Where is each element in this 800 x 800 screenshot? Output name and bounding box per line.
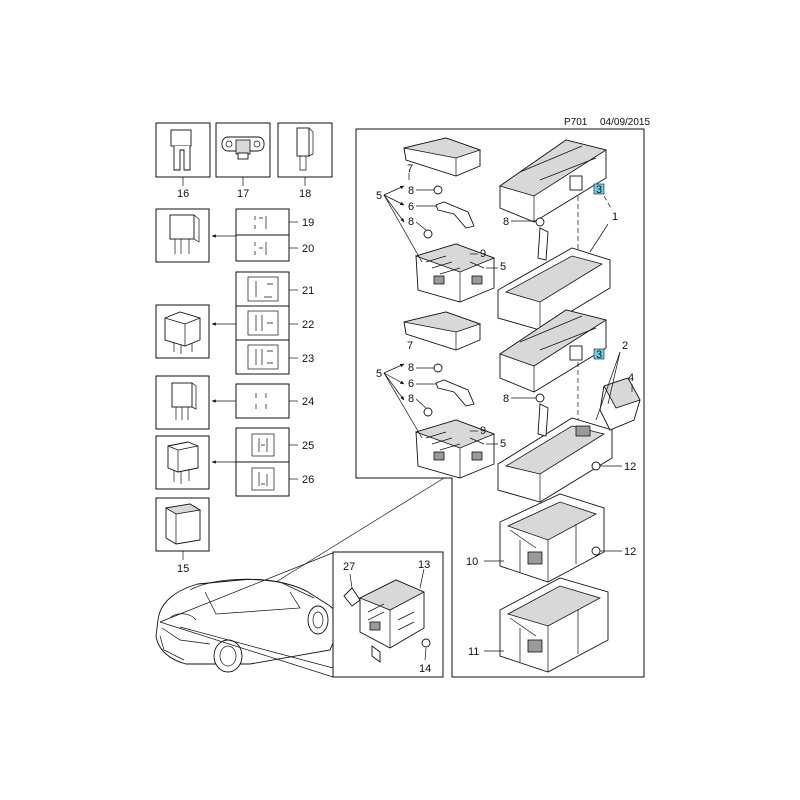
label-15: 15 xyxy=(177,563,189,575)
cover-7-upper[interactable] xyxy=(403,137,482,177)
label-13: 13 xyxy=(418,559,430,571)
label-4: 4 xyxy=(628,372,634,384)
label-5-lower-b: 5 xyxy=(500,438,506,450)
relay-24[interactable] xyxy=(155,375,210,430)
relay-21-22-23[interactable] xyxy=(155,304,210,359)
fuse-block-5-lower[interactable] xyxy=(414,419,496,479)
label-6-lower: 6 xyxy=(408,378,414,390)
bracket-10[interactable] xyxy=(499,493,605,583)
label-19: 19 xyxy=(302,217,314,229)
label-8-upper-c: 8 xyxy=(503,216,509,228)
lid-3-lower[interactable] xyxy=(499,309,607,393)
cover-4[interactable] xyxy=(599,377,641,431)
relay-25-26[interactable] xyxy=(155,435,210,490)
label-12-lower: 12 xyxy=(624,546,636,558)
bracket-11[interactable] xyxy=(499,577,609,673)
label-22: 22 xyxy=(302,319,314,331)
label-7-upper: 7 xyxy=(407,163,413,175)
nut-14[interactable] xyxy=(421,638,431,648)
diagram-code: P701 xyxy=(564,117,588,128)
label-8-upper-a: 8 xyxy=(408,185,414,197)
label-27: 27 xyxy=(343,561,355,573)
nut-12-upper[interactable] xyxy=(591,461,601,471)
lid-3-upper[interactable] xyxy=(499,139,607,223)
clip-27[interactable] xyxy=(343,587,361,607)
nut-12-lower[interactable] xyxy=(591,546,601,556)
diagram-date: 04/09/2015 xyxy=(600,117,650,128)
label-12-upper: 12 xyxy=(624,461,636,473)
fuse-17[interactable] xyxy=(215,122,271,178)
car-illustration xyxy=(155,578,339,673)
base-2[interactable] xyxy=(497,417,613,503)
highlight-3-upper xyxy=(593,183,605,195)
fuse-18[interactable] xyxy=(277,122,333,178)
label-17: 17 xyxy=(237,188,249,200)
label-18: 18 xyxy=(299,188,311,200)
label-16: 16 xyxy=(177,188,189,200)
base-1-upper[interactable] xyxy=(497,247,611,331)
label-24: 24 xyxy=(302,396,314,408)
label-3-lower: 3 xyxy=(596,349,602,361)
highlight-3-lower xyxy=(593,348,605,360)
label-5-upper-a: 5 xyxy=(376,190,382,202)
label-2: 2 xyxy=(622,340,628,352)
cover-7-lower[interactable] xyxy=(403,311,482,351)
label-11: 11 xyxy=(468,646,479,658)
label-8-upper-b: 8 xyxy=(408,216,414,228)
label-5-lower-a: 5 xyxy=(376,368,382,380)
relay-19-20[interactable] xyxy=(155,208,210,263)
label-14: 14 xyxy=(419,663,431,675)
label-7-lower: 7 xyxy=(407,340,413,352)
label-9-upper: 9 xyxy=(480,248,486,260)
label-10: 10 xyxy=(466,556,478,568)
label-26: 26 xyxy=(302,474,314,486)
label-8-lower-c: 8 xyxy=(503,393,509,405)
label-6-upper: 6 xyxy=(408,201,414,213)
fuse-16[interactable] xyxy=(155,122,211,178)
label-23: 23 xyxy=(302,353,314,365)
label-8-lower-b: 8 xyxy=(408,393,414,405)
label-1: 1 xyxy=(612,211,618,223)
label-8-lower-a: 8 xyxy=(408,362,414,374)
label-20: 20 xyxy=(302,243,314,255)
label-25: 25 xyxy=(302,440,314,452)
label-21: 21 xyxy=(302,285,314,297)
label-3-upper: 3 xyxy=(596,184,602,196)
label-9-lower: 9 xyxy=(480,425,486,437)
label-5-upper-b: 5 xyxy=(500,261,506,273)
relay-15[interactable] xyxy=(155,497,210,552)
fuse-block-13[interactable] xyxy=(359,579,425,663)
fuse-block-5-upper[interactable] xyxy=(414,243,496,303)
